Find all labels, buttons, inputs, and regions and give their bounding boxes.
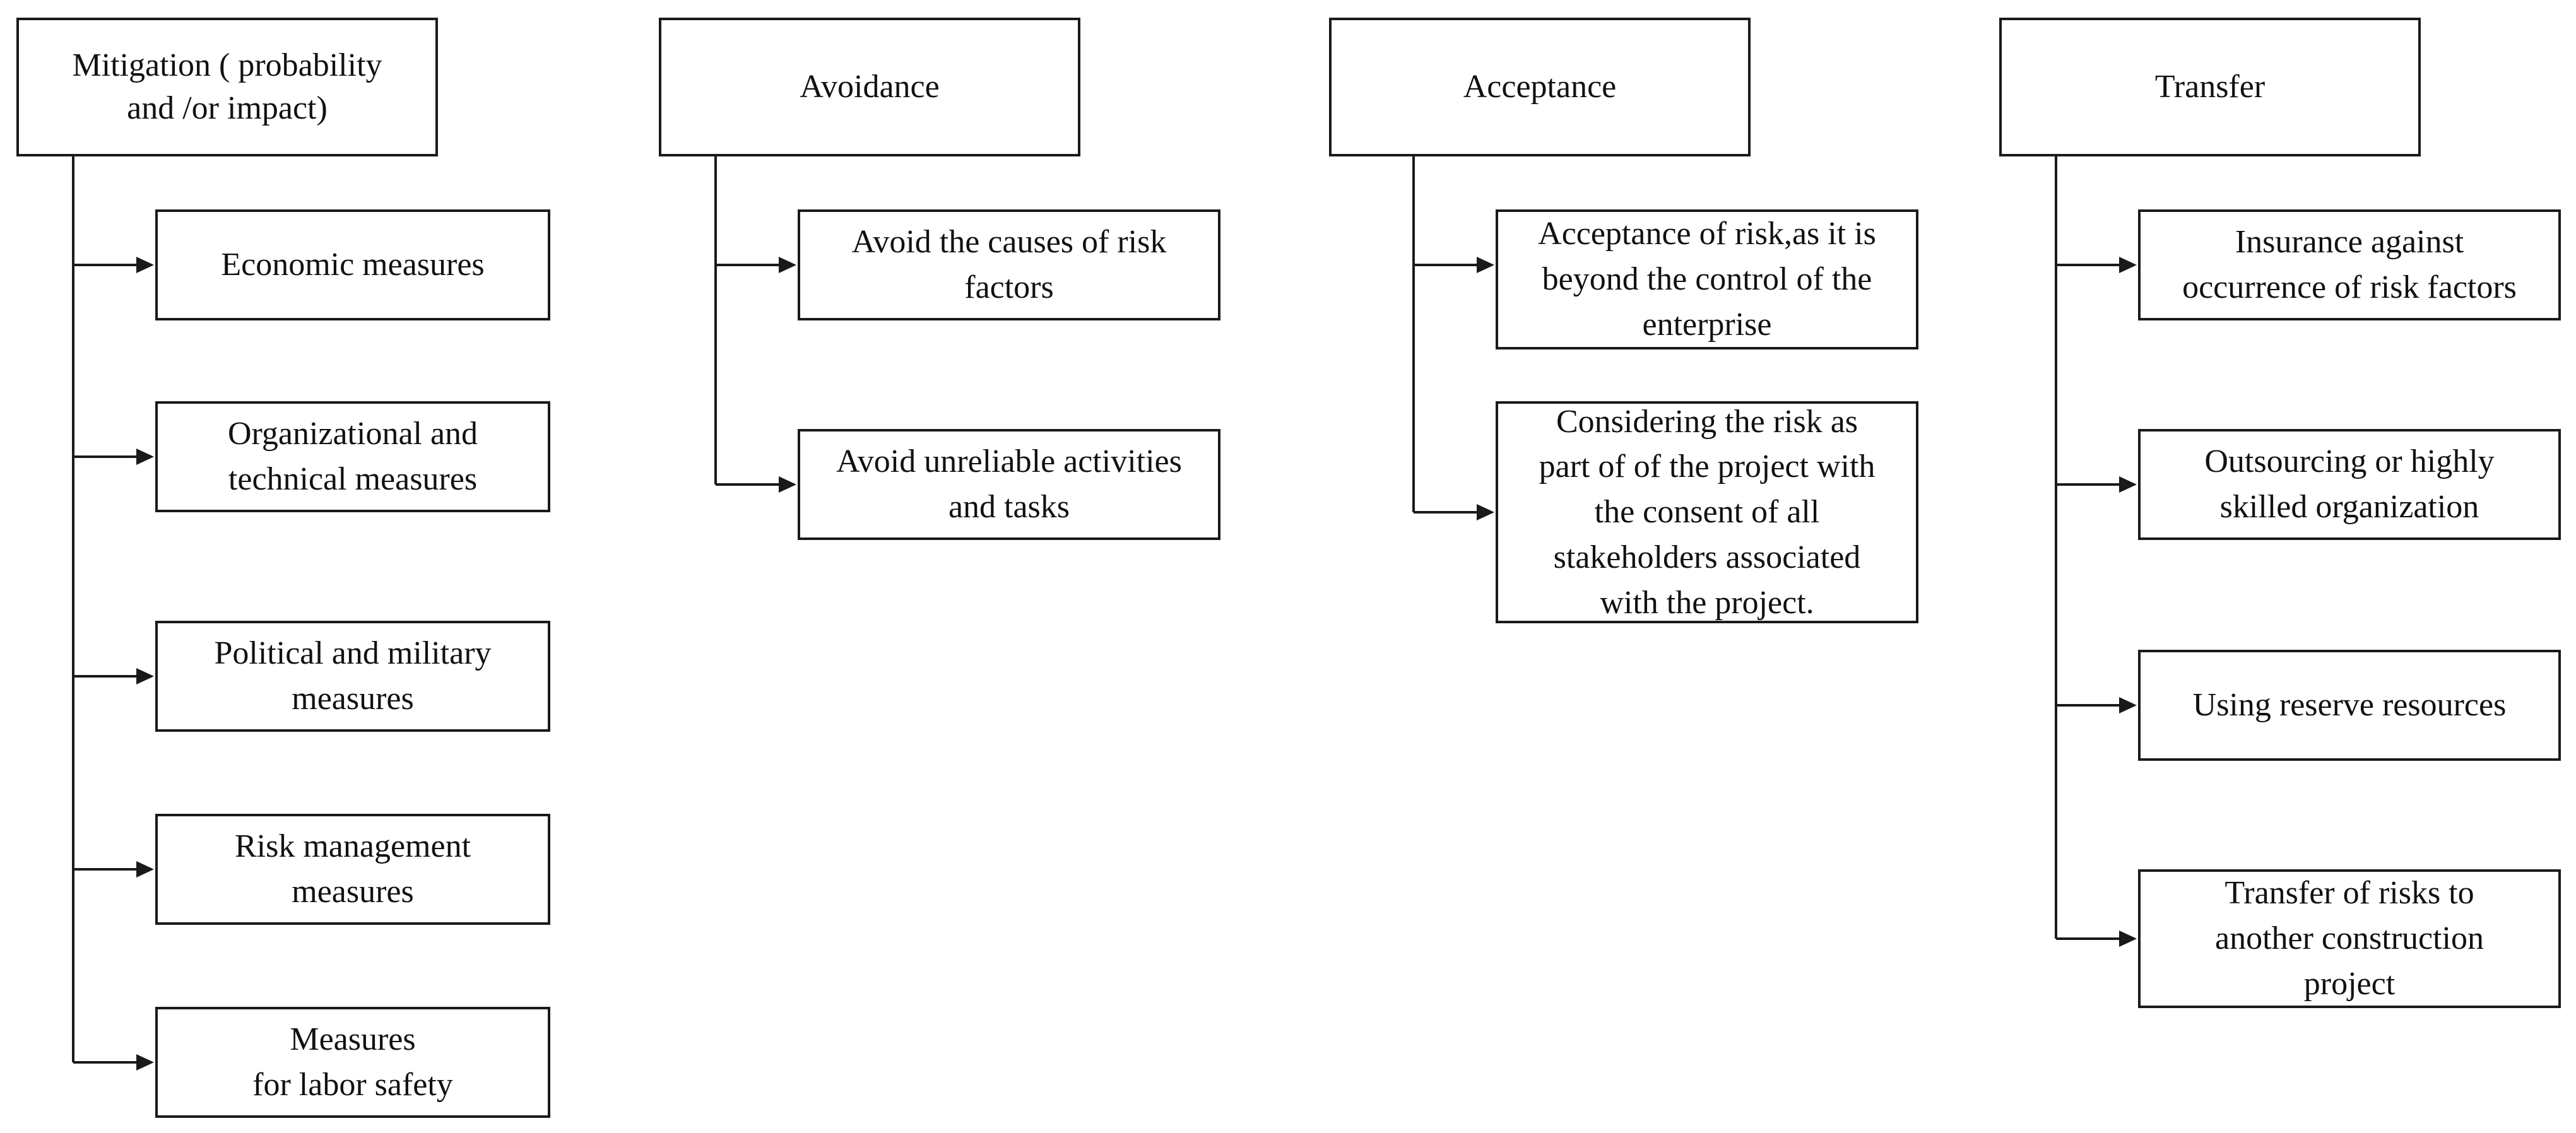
risk-management-measures-box: Risk management measures <box>155 814 550 925</box>
avoid-causes-box: Avoid the causes of risk factors <box>798 209 1220 320</box>
arrowhead-0-1 <box>136 449 154 465</box>
arrowhead-2-1 <box>1477 504 1494 520</box>
arrowhead-3-3 <box>2119 930 2137 947</box>
reserve-resources-box: Using reserve resources <box>2138 650 2561 761</box>
arrowhead-0-4 <box>136 1054 154 1071</box>
transfer-to-project-box: Transfer of risks to another constructio… <box>2138 869 2561 1008</box>
arrowhead-3-1 <box>2119 476 2137 493</box>
mitigation-header: Mitigation ( probability and /or impact) <box>16 18 438 156</box>
arrowhead-1-0 <box>779 257 796 273</box>
labor-safety-measures-box: Measures for labor safety <box>155 1007 550 1118</box>
insurance-box: Insurance against occurrence of risk fac… <box>2138 209 2561 320</box>
arrowhead-2-0 <box>1477 257 1494 273</box>
political-military-measures-box: Political and military measures <box>155 621 550 732</box>
arrowhead-3-0 <box>2119 257 2137 273</box>
arrowhead-1-1 <box>779 476 796 493</box>
arrowhead-0-2 <box>136 668 154 684</box>
economic-measures-box: Economic measures <box>155 209 550 320</box>
arrowhead-0-3 <box>136 861 154 878</box>
acceptance-header: Acceptance <box>1329 18 1751 156</box>
avoid-unreliable-activities-box: Avoid unreliable activities and tasks <box>798 429 1220 540</box>
organizational-technical-measures-box: Organizational and technical measures <box>155 401 550 512</box>
arrowhead-3-2 <box>2119 697 2137 713</box>
outsourcing-box: Outsourcing or highly skilled organizati… <box>2138 429 2561 540</box>
arrowhead-0-0 <box>136 257 154 273</box>
avoidance-header: Avoidance <box>659 18 1080 156</box>
considering-risk-box: Considering the risk as part of of the p… <box>1496 401 1918 623</box>
acceptance-of-risk-box: Acceptance of risk,as it is beyond the c… <box>1496 209 1918 349</box>
transfer-header: Transfer <box>1999 18 2421 156</box>
